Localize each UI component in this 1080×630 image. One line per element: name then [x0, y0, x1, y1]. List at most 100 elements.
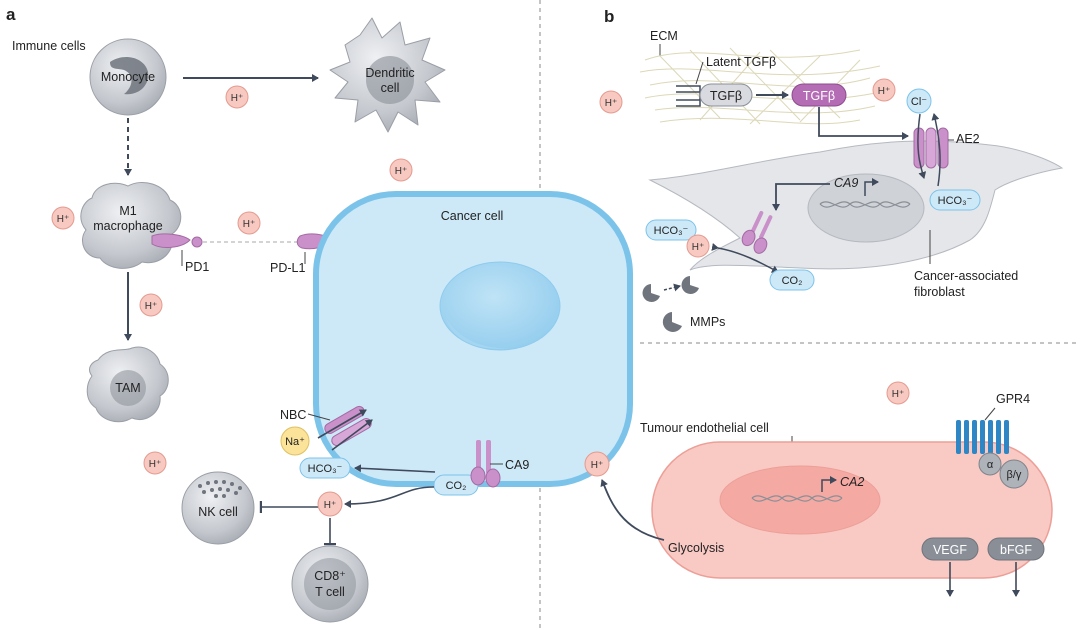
gpr4-receptor	[956, 420, 1009, 454]
ae2-label: AE2	[956, 132, 980, 146]
proton-b-3: H⁺	[686, 234, 710, 258]
cancer-cell-label: Cancer cell	[441, 209, 504, 223]
arrow-co2-to-h	[344, 486, 435, 508]
panel-label-a: a	[6, 5, 16, 24]
svg-text:H⁺: H⁺	[892, 389, 905, 400]
arrow-glycolysis-to-h	[600, 479, 665, 541]
arrow-tgfb-to-ae2	[818, 107, 909, 140]
proton-a-1: H⁺	[225, 85, 249, 109]
cl-label: Cl⁻	[911, 96, 927, 108]
hco3-right-label: HCO₃⁻	[938, 195, 973, 207]
svg-text:H⁺: H⁺	[591, 460, 604, 471]
svg-text:H⁺: H⁺	[145, 301, 158, 312]
beta-gamma-label: β/γ	[1007, 469, 1022, 481]
tgfb-latent-label: TGFβ	[710, 89, 742, 103]
dendritic-label-2: cell	[381, 81, 400, 95]
co2-pill-b: CO₂	[769, 269, 815, 291]
bfgf-pill: bFGF	[987, 537, 1045, 561]
tgfb-active-label: TGFβ	[803, 89, 835, 103]
svg-text:H⁺: H⁺	[395, 166, 408, 177]
latent-tgfb-label: Latent TGFβ	[706, 55, 776, 69]
alpha-label: α	[987, 459, 994, 471]
vegf-label: VEGF	[933, 543, 967, 557]
immune-cells-label: Immune cells	[12, 39, 86, 53]
proton-a-2: H⁺	[389, 158, 413, 182]
gpr4-label: GPR4	[996, 392, 1030, 406]
bicarbonate-pill: HCO₃⁻	[299, 457, 351, 479]
mmps-label: MMPs	[690, 315, 725, 329]
m1-macrophage-cell: M1 macrophage	[80, 182, 182, 269]
ca2-transcription-arrow	[821, 476, 837, 492]
active-tgfb: TGFβ	[791, 83, 847, 107]
proton-a-3: H⁺	[51, 206, 75, 230]
g-protein-beta-gamma: β/γ	[999, 459, 1029, 489]
monocyte-label: Monocyte	[101, 70, 155, 84]
dendritic-cell: Dendritic cell	[329, 17, 446, 133]
tam-cell: TAM	[86, 346, 169, 423]
proton-c-2: H⁺	[584, 451, 610, 477]
svg-text:H⁺: H⁺	[692, 242, 705, 253]
ca9-transcription-arrow	[864, 178, 879, 196]
svg-text:H⁺: H⁺	[878, 86, 891, 97]
ca9-label: CA9	[505, 458, 529, 472]
nk-cell-label: NK cell	[198, 505, 238, 519]
hco3-label: HCO₃⁻	[308, 463, 343, 475]
co2-equilibrium-arrow	[711, 242, 779, 273]
bicarbonate-right: HCO₃⁻	[929, 189, 981, 211]
svg-text:H⁺: H⁺	[231, 93, 244, 104]
proton-b-1: H⁺	[599, 90, 623, 114]
caf-label-2: fibroblast	[914, 285, 965, 299]
co2-label: CO₂	[446, 480, 467, 492]
arrow-ca9-expression	[772, 183, 830, 211]
sodium-ion: Na⁺	[280, 426, 310, 456]
ca2-gene-label: CA2	[840, 475, 864, 489]
caf-label-1: Cancer-associated	[914, 269, 1018, 283]
vegf-pill: VEGF	[921, 537, 979, 561]
m1-label-1: M1	[119, 204, 136, 218]
proton-c-1: H⁺	[886, 381, 910, 405]
proton-a-5: H⁺	[139, 293, 163, 317]
cd8-label-1: CD8⁺	[314, 569, 346, 583]
svg-text:H⁺: H⁺	[149, 459, 162, 470]
arrow-co2-to-hco3	[354, 464, 436, 473]
co2-pill: CO₂	[433, 474, 479, 496]
bicarbonate-left: HCO₃⁻	[645, 219, 697, 241]
dna-helix-b	[819, 201, 911, 208]
cancer-cell: Cancer cell	[313, 191, 633, 487]
tam-label: TAM	[115, 381, 140, 395]
na-label: Na⁺	[285, 436, 305, 448]
co2-b-label: CO₂	[782, 275, 803, 287]
mmp-proteins	[642, 276, 699, 332]
ecm-fibres	[639, 47, 881, 125]
cd8-label-2: T cell	[315, 585, 345, 599]
chloride-ion: Cl⁻	[906, 88, 932, 114]
latent-tgfb-complex: TGFβ	[676, 83, 753, 107]
proton-a-6: H⁺	[143, 451, 167, 475]
ecm-label: ECM	[650, 29, 678, 43]
proton-a-7: H⁺	[317, 491, 343, 517]
monocyte-cell: Monocyte	[89, 38, 167, 116]
glycolysis-label: Glycolysis	[668, 541, 724, 555]
arrow-na-in	[317, 409, 367, 439]
pd1-receptor	[151, 233, 203, 248]
g-protein-alpha: α	[978, 452, 1002, 476]
svg-text:H⁺: H⁺	[243, 219, 256, 230]
nbc-label: NBC	[280, 408, 306, 422]
endothelial-label: Tumour endothelial cell	[640, 421, 769, 435]
svg-text:H⁺: H⁺	[57, 214, 70, 225]
bfgf-label: bFGF	[1000, 543, 1032, 557]
proton-b-2: H⁺	[872, 78, 896, 102]
dna-helix-c	[751, 495, 843, 502]
pdl1-label: PD-L1	[270, 261, 305, 275]
arrow-hco3-in	[331, 419, 373, 451]
ca9-enzyme	[470, 440, 501, 488]
hco3-left-label: HCO₃⁻	[654, 225, 689, 237]
arrow-hco3-out	[931, 113, 941, 187]
pd1-label: PD1	[185, 260, 209, 274]
dendritic-label-1: Dendritic	[365, 66, 414, 80]
arrow-cl-in	[917, 113, 927, 179]
nk-cell: NK cell	[181, 471, 255, 545]
m1-label-2: macrophage	[93, 219, 163, 233]
proton-a-4: H⁺	[237, 211, 261, 235]
svg-text:H⁺: H⁺	[324, 500, 337, 511]
